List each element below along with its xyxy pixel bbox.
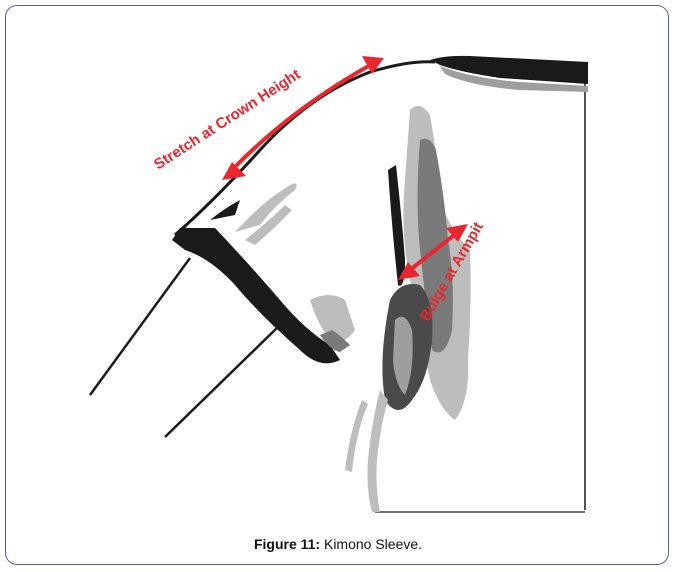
caption-label: Figure 11: bbox=[254, 536, 320, 552]
garment-body bbox=[375, 56, 588, 512]
arm-line-lower bbox=[165, 325, 280, 437]
figure-caption: Figure 11: Kimono Sleeve. bbox=[0, 536, 676, 552]
caption-text: Kimono Sleeve. bbox=[320, 536, 422, 552]
crown-stretch-label: Stretch at Crown Height bbox=[151, 66, 304, 173]
underarm-drape bbox=[345, 106, 471, 512]
sleeve-cuff bbox=[172, 228, 340, 363]
arm-line-upper bbox=[90, 258, 190, 395]
